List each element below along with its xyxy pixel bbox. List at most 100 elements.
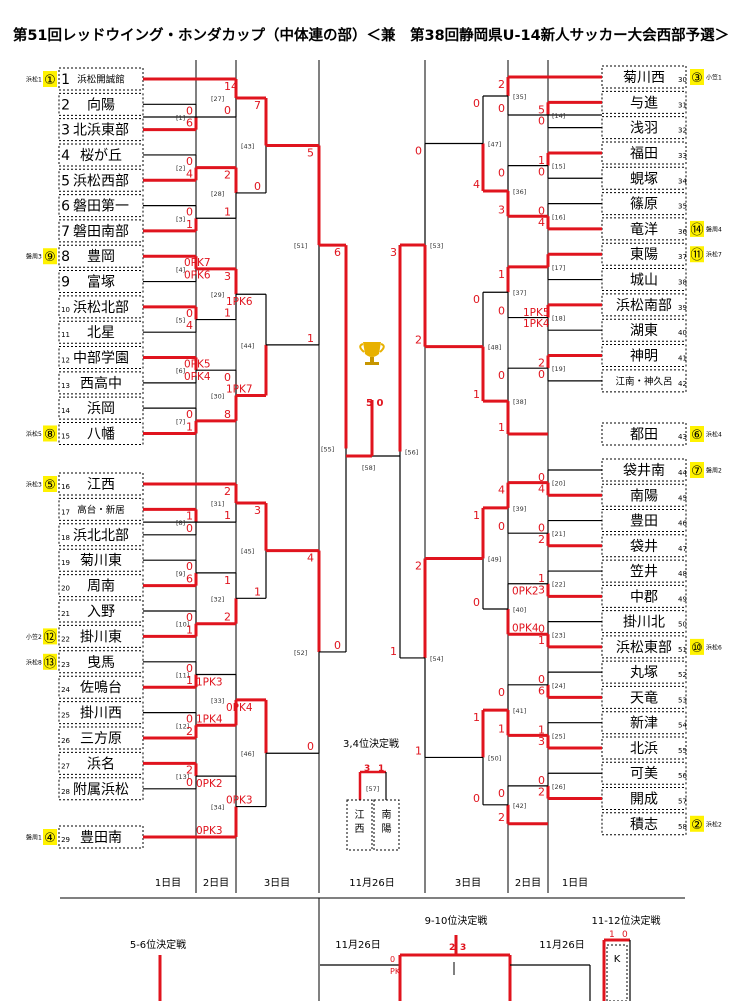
score: 0PK3	[196, 825, 223, 837]
team-number: 8	[61, 249, 70, 265]
score: 0	[473, 97, 480, 110]
team-box	[58, 396, 144, 420]
match-number: [34]	[211, 804, 224, 812]
match-number: [52]	[294, 649, 307, 657]
seed-badge	[690, 638, 704, 655]
team-number: 27	[61, 762, 70, 770]
team-name: 新津	[630, 716, 658, 732]
match-number: [51]	[294, 242, 307, 250]
score: 0PK4	[226, 702, 253, 714]
team-number: 26	[61, 737, 70, 745]
team-box	[58, 168, 144, 192]
team-name: 佐鳴台	[80, 680, 122, 696]
team-number: 5	[61, 173, 70, 189]
team-name: 中部学園	[73, 351, 129, 367]
day-label: 11月26日	[349, 877, 394, 889]
team-number: 31	[678, 101, 687, 109]
team-slot-left: 向陽2	[58, 92, 144, 116]
team-number: 23	[61, 661, 70, 669]
team-number: 50	[678, 621, 687, 629]
seed-tag: 浜松4	[706, 431, 722, 439]
match-number: [21]	[552, 530, 565, 538]
score: 0	[538, 205, 545, 218]
day-label: 3日目	[455, 878, 481, 889]
score: 0	[498, 369, 505, 382]
team-number: 11	[61, 331, 70, 339]
team-name: 袋井南	[623, 463, 665, 479]
seed-badge	[43, 248, 57, 265]
match-number: [42]	[513, 802, 526, 810]
page-title: 第51回レッドウイング・ホンダカップ（中体連の部）＜兼 第38回静岡県U-14新…	[13, 26, 729, 44]
score: 2	[224, 169, 231, 182]
team-box	[58, 219, 144, 243]
seed-tag: 浜松7	[706, 251, 722, 259]
team-number: 17	[61, 508, 70, 516]
day-label: 1日目	[562, 878, 588, 889]
team-number: 38	[678, 279, 687, 287]
seed-number: ⑭	[690, 223, 703, 238]
match-number: [46]	[241, 750, 254, 758]
team-box	[58, 67, 144, 91]
score: 0	[538, 471, 545, 484]
score: 2	[538, 533, 545, 546]
score: 1	[224, 574, 231, 587]
team-name: 袋井	[630, 539, 658, 555]
team-name: 城山	[630, 273, 658, 289]
team-box	[58, 650, 144, 674]
score: 0	[538, 673, 545, 686]
team-number: 20	[61, 585, 70, 593]
score: 0	[498, 167, 505, 180]
score: 0	[307, 740, 314, 753]
match-number: [11]	[176, 672, 189, 680]
team-number: 33	[678, 152, 687, 160]
score: 0	[224, 104, 231, 117]
score: 0	[186, 522, 193, 535]
team-name: 磐田第一	[73, 198, 129, 215]
team-number: 58	[678, 823, 687, 831]
final-score: 5 0	[366, 398, 383, 409]
match-labels: [1]06[2]04[3]01[4]0PK70PK6[5]04[6]0PK50P…	[176, 78, 565, 837]
score: 0	[538, 774, 545, 787]
score: 5	[538, 103, 545, 116]
score: 0	[473, 792, 480, 805]
score: 2	[186, 763, 193, 776]
score: 4	[498, 484, 505, 497]
match-number: [4]	[176, 266, 185, 274]
team-box	[58, 118, 144, 142]
team-number: 36	[678, 228, 687, 236]
team-number: 43	[678, 433, 687, 441]
score: 3	[498, 203, 505, 216]
match-number: [15]	[552, 163, 565, 171]
score: 1	[186, 218, 193, 231]
score: 0	[186, 104, 193, 117]
match-number: [57]	[366, 785, 379, 793]
team-name: 掛川西	[80, 706, 122, 722]
placement-label: 9-10位決定戦	[425, 914, 488, 927]
score: 0	[498, 102, 505, 115]
score: 1	[224, 205, 231, 218]
placement-date: 11月26日	[335, 939, 380, 951]
match-number: [23]	[552, 631, 565, 639]
team-name: 浜松南部	[616, 298, 672, 314]
score: 6	[334, 246, 341, 259]
score: 0	[538, 165, 545, 178]
seed-tag: 磐周2	[706, 467, 722, 475]
seed-tag: 小笠1	[706, 74, 722, 82]
team-name: 北浜	[630, 741, 658, 757]
team-box	[58, 726, 144, 750]
team-number: 6	[61, 199, 70, 215]
team-name: 高台・新居	[77, 504, 125, 516]
seed-tag: 磐周4	[706, 225, 722, 233]
seed-badge	[690, 246, 704, 263]
score: 3	[460, 943, 466, 953]
team-name: 江西	[87, 477, 115, 493]
